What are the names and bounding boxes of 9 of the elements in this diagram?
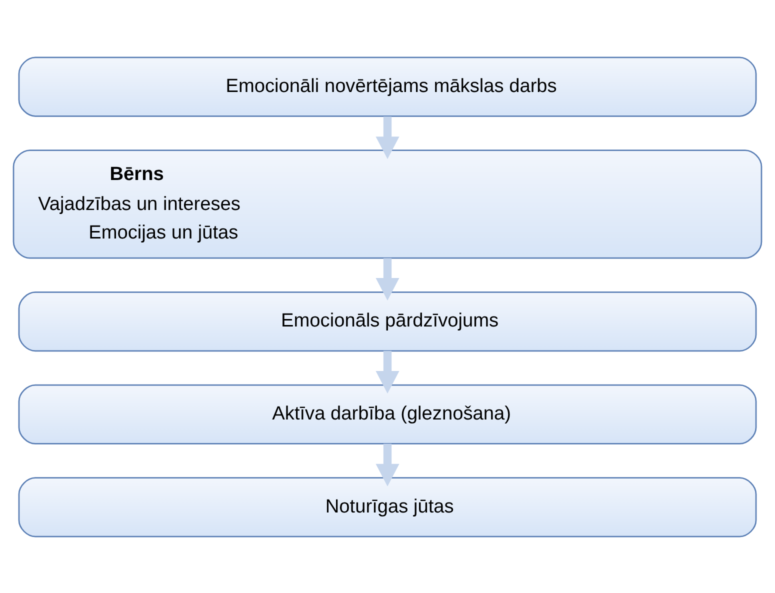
node-box: Bērns Vajadzības un intereses Emocijas un jūtas [12,149,762,258]
arrow [376,116,400,159]
node-box: Aktīva darbība (gleznošana) [18,384,757,444]
arrow [376,350,400,394]
node-box: Emocionāls pārdzīvojums [18,291,757,352]
arrow [376,258,400,300]
arrow [376,443,400,486]
node-box: Emocionāli novērtējams mākslas darbs [18,56,757,116]
node-box: Noturīgas jūtas [18,476,757,537]
